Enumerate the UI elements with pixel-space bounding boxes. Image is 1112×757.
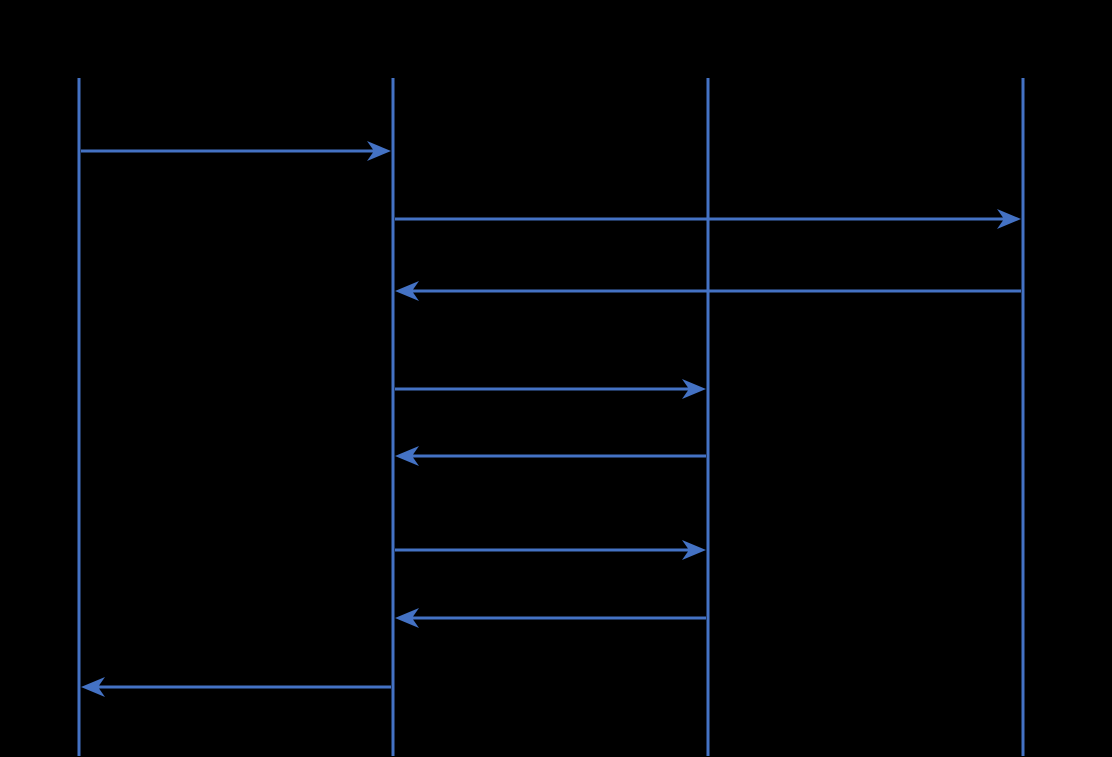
message-arrowhead-6	[682, 540, 706, 560]
message-arrowhead-8	[81, 677, 105, 697]
message-arrowhead-5	[395, 446, 419, 466]
message-arrowhead-2	[997, 209, 1021, 229]
message-arrowhead-3	[395, 281, 419, 301]
message-arrowhead-7	[395, 608, 419, 628]
message-arrowhead-4	[682, 379, 706, 399]
message-arrowhead-1	[367, 141, 391, 161]
